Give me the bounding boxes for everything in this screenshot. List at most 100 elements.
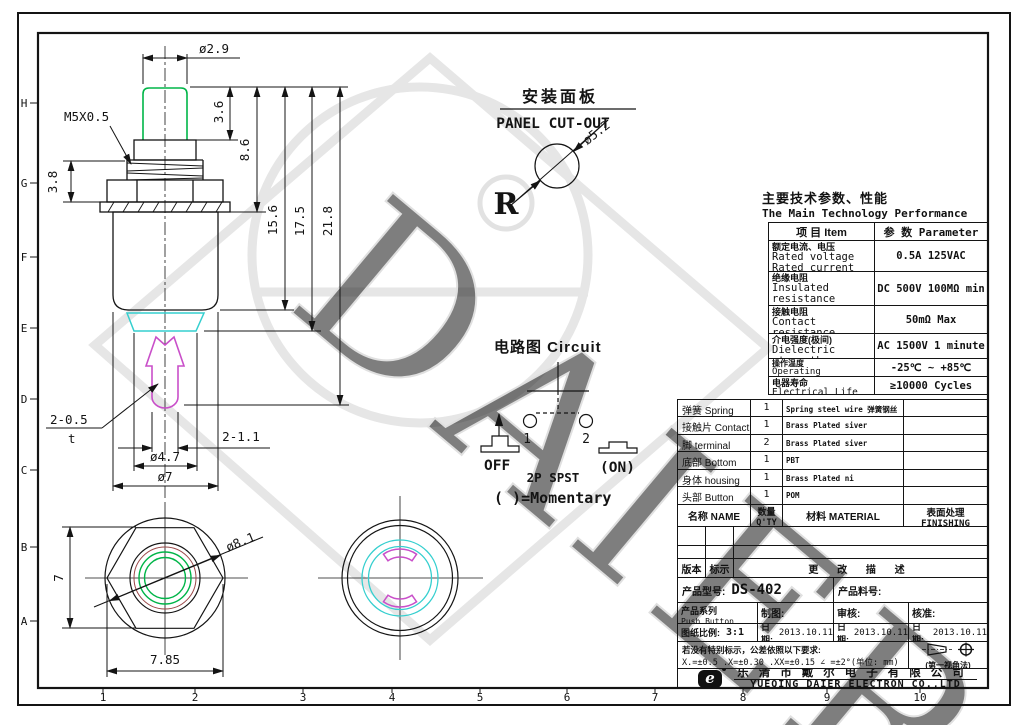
contact-bottom (382, 594, 418, 608)
revision-empty-row (678, 527, 987, 546)
table-row: 脚 terminal 2 Brass Plated siver (678, 435, 987, 452)
mark-label: 标示 (706, 559, 734, 577)
col-qty-en: Q'TY (756, 518, 777, 526)
grid-number: 9 (824, 691, 831, 704)
table-row: 介电强度(极间)Dielectric strength AC 1500V 1 m… (769, 334, 987, 359)
perf-table-title: 主要技术参数、性能 The Main Technology Performanc… (762, 188, 988, 220)
perf-col-item: 项 目 Item (769, 223, 875, 240)
dim-pin-thickness: t (68, 431, 76, 446)
part-finish (904, 487, 987, 504)
perf-col-param: 参 数 Parameter (883, 225, 979, 239)
dim-base-dia: ø4.7 (150, 449, 180, 464)
grid-letter: C (21, 464, 28, 477)
base-insulator (125, 312, 206, 332)
part-qty: 2 (751, 435, 783, 451)
rev-label: 版本 (678, 559, 706, 577)
grid-number: 10 (913, 691, 926, 704)
change-label: 更 改 描 述 (808, 564, 913, 576)
company-name-en: YUEQING DAIER ELECTRON CO.,LTD (750, 679, 961, 690)
dim-h2: 8.6 (237, 139, 252, 162)
cutout-hole (534, 143, 580, 189)
param-value: -25℃ ~ +85℃ (890, 361, 972, 374)
grid-letter: H (21, 97, 28, 110)
grid-letter: D (21, 393, 28, 406)
table-row: 弹簧 Spring 1 Spring steel wire 弹簧钢丝 0.6mm (678, 400, 987, 417)
part-qty: 1 (751, 417, 783, 434)
sheet-borders (17, 12, 1011, 706)
contact-top (382, 548, 418, 562)
item-en: Insulated (772, 282, 829, 294)
param-value: AC 1500V 1 minute (877, 340, 985, 352)
dim-h1: 3.6 (211, 101, 226, 124)
poles-label: 2P SPST (527, 470, 580, 485)
item-en: Electrical Life (772, 387, 858, 394)
terminal-pins (144, 335, 186, 409)
item-en: Rated voltage (772, 251, 855, 263)
date-value: 2013.10.11 (853, 627, 908, 638)
model-value: DS-402 (731, 582, 782, 598)
part-name: 头部 Button (678, 487, 751, 504)
dim-h3: 15.6 (265, 205, 280, 235)
check-label: 审核: (834, 603, 909, 623)
col-material: 材料 MATERIAL (783, 505, 904, 526)
grid-letter: F (21, 251, 28, 264)
dim-washer-dia: ø8.1 (223, 529, 257, 554)
part-name: 身体 housing (678, 470, 751, 486)
part-qty: 1 (751, 487, 783, 504)
series-label: 产品系列 (681, 606, 718, 616)
param-value: DC 500V 100MΩ min (877, 282, 985, 295)
part-material: Brass Plated siver (783, 417, 904, 434)
panel-cutout-title-en: PANEL CUT-OUT (496, 116, 610, 132)
company-name-cn: 乐清市戴尔电子有限公司 (734, 669, 977, 680)
off-label: OFF (484, 458, 510, 474)
col-finish-cn: 表面处理 (926, 508, 965, 519)
part-name: 脚 terminal (678, 435, 751, 451)
front-view-dim-labels: ø2.9 M5X0.5 3.8 3.6 8.6 15.6 17.5 21.8 2… (45, 41, 335, 484)
perf-header-row: 项 目 Item 参 数 Parameter (769, 223, 987, 241)
part-name: 弹簧 Spring (678, 400, 751, 416)
table-row: 身体 housing 1 Brass Plated ni (678, 470, 987, 487)
date-value: 2013.10.11 (932, 627, 987, 638)
grid-number: 4 (389, 691, 396, 704)
grid-letter: E (21, 322, 28, 335)
item-cn: 操作温度 (772, 359, 804, 368)
part-finish (904, 417, 987, 434)
grid-numbers: 1 2 3 4 5 6 7 8 9 10 (100, 688, 927, 704)
dim-across-corners: 7.85 (150, 652, 180, 667)
item-en: Operating Temperature (772, 367, 821, 377)
col-qty-cn: 数量 (757, 507, 776, 517)
item-en: Dielectric strength (772, 344, 836, 359)
series-row: 产品系列 Push Button Switch 制图: 审核: 核准: (678, 603, 987, 624)
dim-cap-dia: ø2.9 (199, 41, 229, 56)
company-row: e 乐清市戴尔电子有限公司 YUEQING DAIER ELECTRON CO.… (678, 669, 987, 689)
bottom-view-round (318, 496, 483, 660)
dim-h5: 21.8 (320, 206, 335, 236)
company-logo: e (698, 669, 726, 688)
front-view-dimensions (46, 54, 349, 491)
dim-across-flats: 7 (51, 574, 66, 582)
part-finish (904, 400, 987, 416)
approve-label: 核准: (912, 609, 936, 620)
dim-thread: M5X0.5 (64, 109, 109, 124)
registered-mark-r: R (494, 187, 520, 222)
circuit-title: 电路图 Circuit (494, 338, 602, 356)
tolerance-note: 若没有特别标示，公差依照以下要求: (682, 645, 821, 655)
terminal-1-label: 1 (523, 432, 531, 447)
part-material: POM (783, 487, 904, 504)
watermark-logo-circle (247, 82, 593, 428)
part-material: Spring steel wire 弹簧钢丝 0.6mm (783, 400, 904, 416)
grid-letters: H G F E D C B A (21, 97, 38, 628)
bottom-view-dim-labels: ø8.1 7 7.85 (51, 529, 257, 667)
thread-section (126, 159, 204, 181)
dim-h4: 17.5 (292, 206, 307, 236)
model-label: 产品型号: (682, 586, 726, 598)
part-name: 接触片 Contact (678, 417, 751, 434)
dim-body-dia: ø7 (157, 469, 172, 484)
scale-label: 图纸比例: (681, 628, 720, 638)
